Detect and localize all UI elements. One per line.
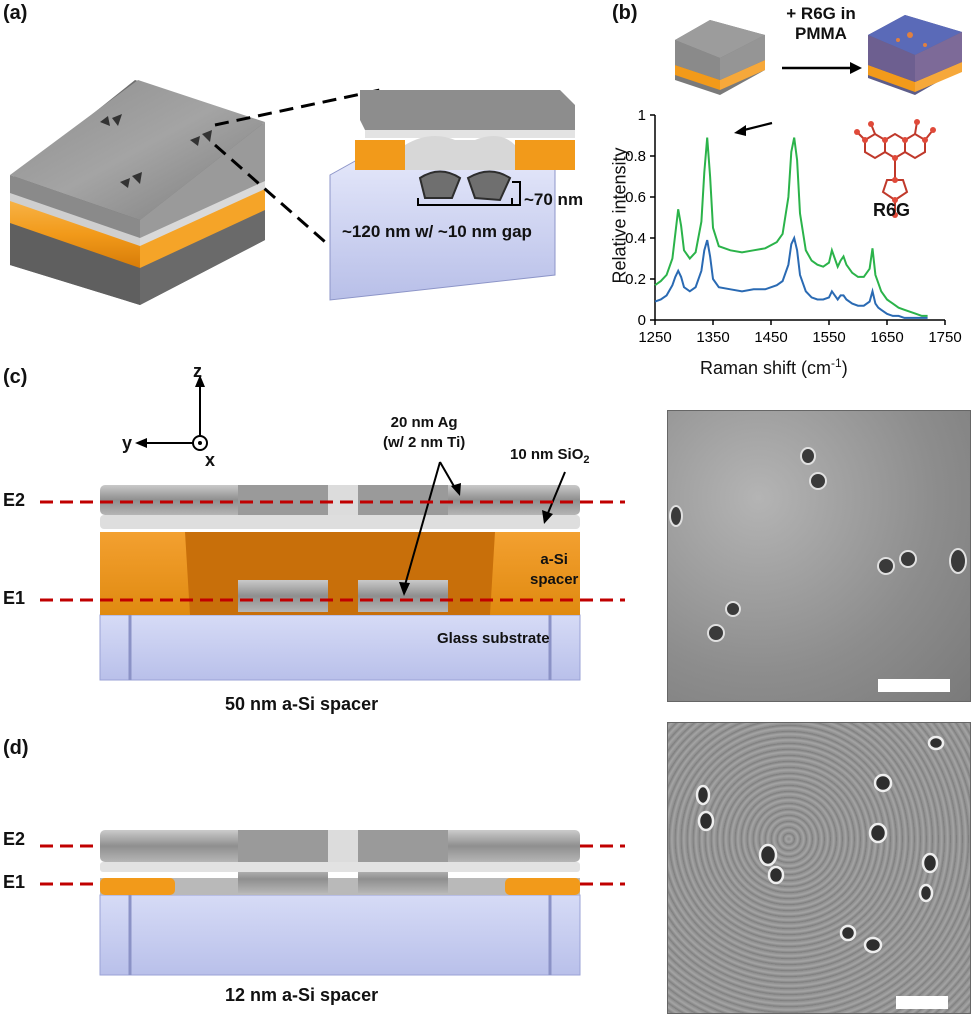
panel-a-label: (a) (3, 2, 28, 24)
process-label: + R6G in PMMA (786, 4, 856, 43)
e1-label-c: E1 (3, 588, 26, 608)
series-line-green (654, 137, 928, 317)
asi-spacer-label: a-Si spacer (530, 550, 578, 590)
panel-d-caption: 12 nm a-Si spacer (225, 985, 379, 1005)
y-tick-label: 0.4 (625, 230, 646, 247)
panel-a-illustration (10, 80, 575, 305)
sem-particles-c (669, 447, 967, 642)
panel-b-process-graphic (675, 15, 962, 95)
y-tick-label: 0.6 (625, 189, 646, 206)
e2-label-d: E2 (3, 829, 26, 849)
scale-bar-c (878, 679, 950, 692)
panel-d-label: (d) (3, 737, 29, 759)
chart-xlabel: Raman shift (cm-1) (700, 356, 848, 379)
x-tick-label: 1250 (638, 329, 671, 346)
chart-ylabel: Relative intensity (609, 147, 630, 284)
chart-xlabel-end: ) (841, 358, 848, 378)
x-tick-label: 1750 (928, 329, 961, 346)
y-tick-label: 0 (638, 312, 646, 329)
r6g-molecule-graphic (854, 119, 936, 218)
chip-3d (10, 80, 265, 305)
peak-arrow (734, 121, 773, 136)
sem-image-d (667, 722, 971, 1014)
chart-series (654, 137, 928, 319)
panel-b-label: (b) (612, 2, 638, 24)
y-tick-label: 0.2 (625, 271, 646, 288)
chart-xlabel-sup: -1 (831, 356, 842, 370)
small-chip-after (868, 15, 962, 95)
series-line-blue (654, 234, 928, 319)
x-tick-label: 1650 (870, 329, 903, 346)
sem-particles-d (695, 735, 945, 954)
sio2-label-text: 10 nm SiO (510, 446, 584, 463)
sio2-subscript: 2 (583, 454, 590, 466)
y-tick-label: 0.8 (625, 148, 646, 165)
x-tick-label: 1450 (754, 329, 787, 346)
axis-x-label: x (205, 450, 216, 470)
chart-ticks: 1250 1350 1450 1550 1650 1750 0 0.2 0.4 0.6 0.8 1 (625, 107, 962, 346)
e1-label-d: E1 (3, 872, 26, 892)
coordinate-axes-icon (135, 375, 208, 451)
sio2-label: 10 nm SiO2 (510, 446, 589, 466)
asi-line2: spacer (530, 571, 579, 588)
raman-chart: 1250 1350 1450 1550 1650 1750 0 0.2 0.4 0.6 0.8 1 (625, 107, 962, 346)
molecule-label: R6G (873, 200, 911, 220)
ag-label-line1: 20 nm Ag (390, 414, 458, 431)
ag-label-line2: (w/ 2 nm Ti) (383, 434, 466, 451)
scale-bar-d (896, 996, 948, 1009)
x-tick-label: 1350 (696, 329, 729, 346)
panel-d-cross-section (99, 830, 581, 976)
panel-c-label: (c) (3, 366, 28, 388)
panel-c-caption: 50 nm a-Si spacer (225, 694, 379, 714)
y-tick-label: 1 (638, 107, 646, 124)
ag-label: 20 nm Ag (w/ 2 nm Ti) (383, 413, 465, 453)
sem-image-c (667, 410, 971, 702)
small-chip-before (675, 20, 765, 95)
chart-xlabel-text: Raman shift (cm (700, 358, 832, 378)
e2-label-c: E2 (3, 490, 26, 510)
cross-section-3d (329, 90, 575, 301)
dimension-height-label: ~70 nm (524, 190, 584, 209)
dimension-width-label: ~120 nm w/ ~10 nm gap (342, 222, 532, 241)
axis-y-label: y (122, 433, 133, 453)
chart-axes (654, 115, 945, 321)
axis-z-label: z (193, 361, 202, 381)
glass-substrate-label: Glass substrate (437, 630, 550, 647)
asi-line1: a-Si (540, 551, 568, 568)
panel-c-cross-section (99, 485, 581, 681)
x-tick-label: 1550 (812, 329, 845, 346)
